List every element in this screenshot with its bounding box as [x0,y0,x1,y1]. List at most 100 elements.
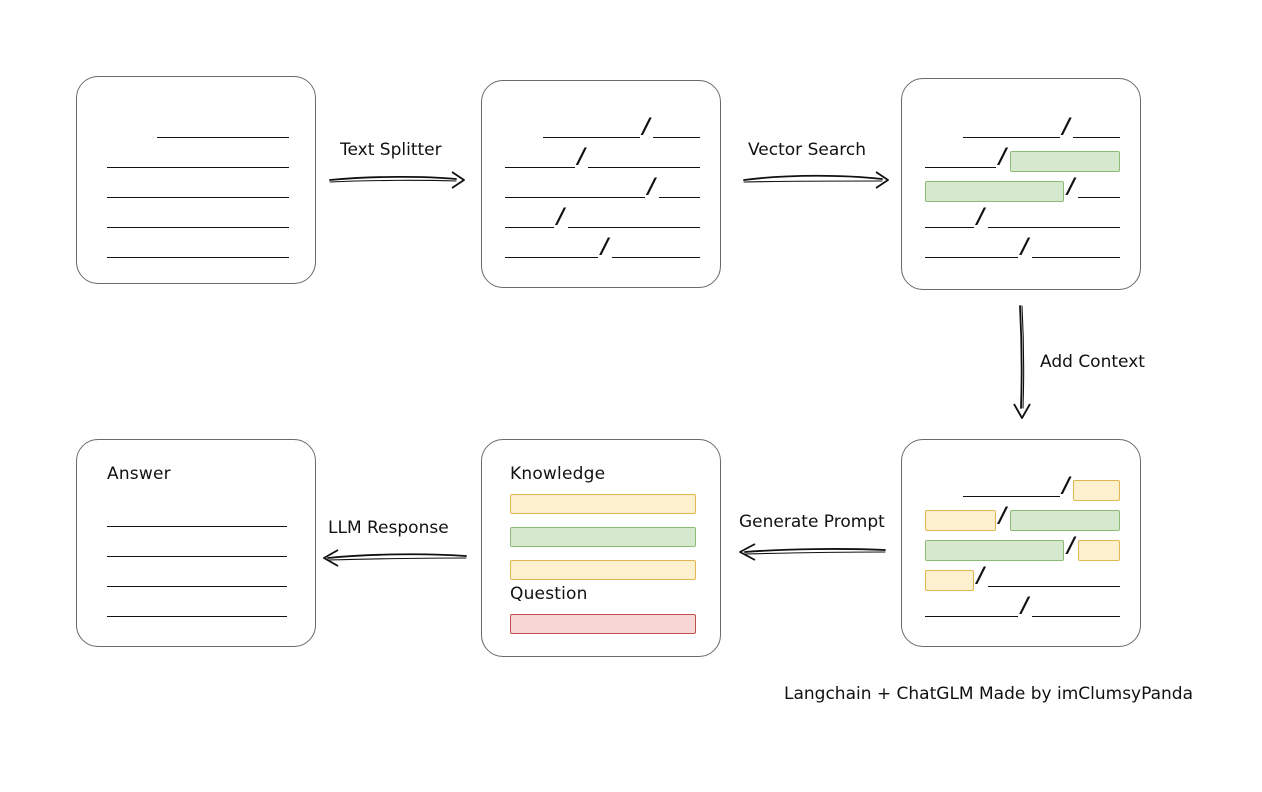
text-line-segment [658,197,700,198]
text-row [107,532,289,562]
text-row: / [925,472,1121,502]
text-line-segment [107,586,287,587]
text-line-segment [611,257,700,258]
slash-separator-icon: / [1062,113,1071,138]
text-line-segment [925,257,1019,258]
text-line-segment [543,137,641,138]
vector-matches-box: / / / / / [901,78,1141,290]
text-row [107,173,289,203]
question-bars [510,614,696,634]
text-line-segment [1078,197,1120,198]
edge-text-splitter-label: Text Splitter [340,140,442,160]
edge-vector-search-label: Vector Search [748,140,866,160]
answer-box: Answer [76,439,316,647]
text-row: / [925,502,1120,532]
text-line-segment [505,197,645,198]
highlight-chip-green [925,181,1065,202]
text-row [107,113,289,143]
text-line-segment [107,167,289,168]
edge-text-splitter: Text Splitter [328,140,468,192]
edge-generate-prompt: Generate Prompt [735,512,890,564]
text-line-segment [963,496,1061,497]
highlight-chip-yellow [925,510,996,531]
edge-add-context: Add Context [1008,304,1188,422]
context-chunks-rows: / / / / / [925,472,1121,622]
text-line-segment [107,526,287,527]
slash-separator-icon: / [977,203,985,228]
slash-separator-icon: / [1021,592,1029,617]
slash-separator-icon: / [642,113,651,138]
slash-separator-icon: / [998,502,1007,527]
text-row: / [925,592,1120,622]
text-row [107,502,289,532]
text-row: / [925,562,1121,592]
slash-separator-icon: / [601,233,609,258]
text-row [107,143,289,173]
text-line-segment [107,197,289,198]
slash-separator-icon: / [998,143,1007,168]
text-row [107,592,289,622]
slash-separator-icon: / [577,143,586,168]
answer-label: Answer [107,464,171,484]
text-row: / [505,113,700,143]
text-row [107,562,289,592]
question-label: Question [510,584,588,604]
text-row [107,233,289,263]
text-line-segment [567,227,700,228]
text-line-segment [505,227,554,228]
text-row: / [505,203,700,233]
edge-add-context-label: Add Context [1040,352,1145,372]
highlight-chip-green [1009,510,1120,531]
knowledge-bars [510,494,696,580]
highlight-chip-yellow [925,570,975,591]
edge-vector-search: Vector Search [742,140,892,192]
text-line-segment [987,227,1120,228]
highlight-chip-green [1009,151,1120,172]
text-row: / [925,173,1120,203]
text-line-segment [1031,616,1120,617]
prompt-bar-green [510,527,696,547]
highlight-chip-yellow [1072,480,1121,501]
prompt-box: Knowledge Question [481,439,721,657]
text-line-segment [505,257,599,258]
source-document-rows [107,113,289,263]
text-line-segment [652,137,700,138]
text-row: / [505,173,700,203]
slash-separator-icon: / [1062,472,1071,497]
knowledge-label: Knowledge [510,464,606,484]
text-line-segment [1031,257,1120,258]
slash-separator-icon: / [1067,532,1076,557]
text-row: / [505,233,700,263]
footer-credit: Langchain + ChatGLM Made by imClumsyPand… [784,684,1193,704]
text-line-segment [107,257,289,258]
edge-llm-response-label: LLM Response [328,518,449,538]
text-line-segment [505,167,575,168]
edge-generate-prompt-label: Generate Prompt [739,512,885,532]
slash-separator-icon: / [647,173,656,198]
highlight-chip-yellow [1078,540,1120,561]
text-line-segment [925,227,974,228]
text-line-segment [588,167,700,168]
prompt-bar-yellow [510,494,696,514]
text-row: / [505,143,700,173]
split-chunks-rows: ///// [505,113,700,263]
text-line-segment [963,137,1061,138]
text-row: / [925,233,1120,263]
prompt-bar-yellow [510,560,696,580]
answer-rows [107,502,289,622]
vector-matches-rows: / / / / / [925,113,1120,263]
slash-separator-icon: / [977,562,985,587]
text-line-segment [1072,137,1120,138]
prompt-bar-red [510,614,696,634]
text-line-segment [107,227,289,228]
highlight-chip-green [925,540,1065,561]
text-row: / [925,203,1120,233]
text-row: / [925,143,1120,173]
split-chunks-box: ///// [481,80,721,288]
text-row: / [925,113,1120,143]
edge-llm-response: LLM Response [320,518,470,570]
text-line-segment [925,616,1019,617]
slash-separator-icon: / [1067,173,1076,198]
text-line-segment [107,616,287,617]
source-document-box [76,76,316,284]
